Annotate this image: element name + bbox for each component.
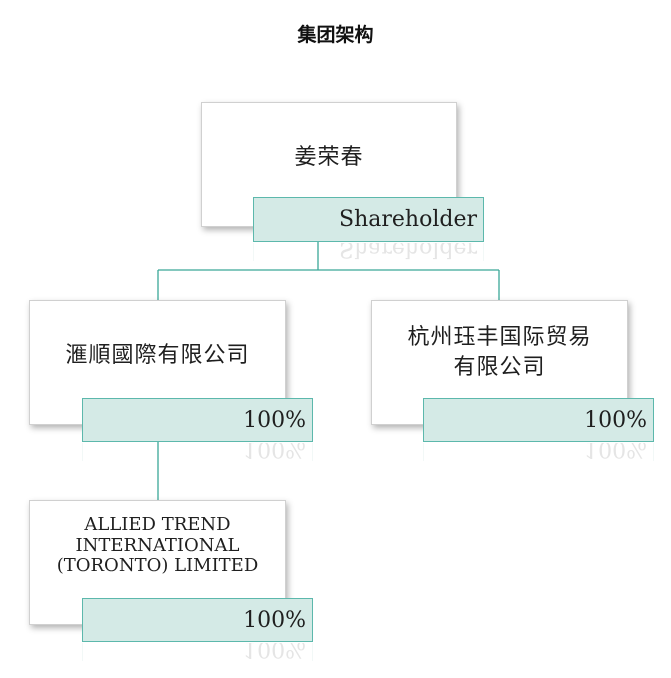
node-yaoshun-name: 滙順國際有限公司 [65, 343, 250, 368]
node-allied-tag: 100% [82, 598, 313, 642]
node-yaoshun-tag-reflection: 100% [82, 443, 313, 461]
node-allied-tag-reflection: 100% [82, 643, 313, 661]
node-root-tag: Shareholder [253, 197, 484, 242]
node-hangzhou-name-line1: 杭州珏丰国际贸易 [407, 325, 592, 350]
node-allied-name-line1: ALLIED TREND [84, 514, 231, 535]
node-root-tag-reflection: Shareholder [253, 243, 484, 261]
node-allied-name-line3: (TORONTO) LIMITED [56, 555, 259, 577]
node-allied-name-line2: INTERNATIONAL [75, 534, 240, 556]
node-root-name: 姜荣春 [294, 145, 364, 170]
node-yaoshun-tag: 100% [82, 398, 313, 442]
node-hangzhou-tag-reflection: 100% [423, 443, 654, 461]
node-hangzhou-tag: 100% [423, 398, 654, 442]
node-hangzhou-name-line2: 有限公司 [453, 354, 546, 380]
chart-title: 集团架构 [297, 24, 374, 46]
